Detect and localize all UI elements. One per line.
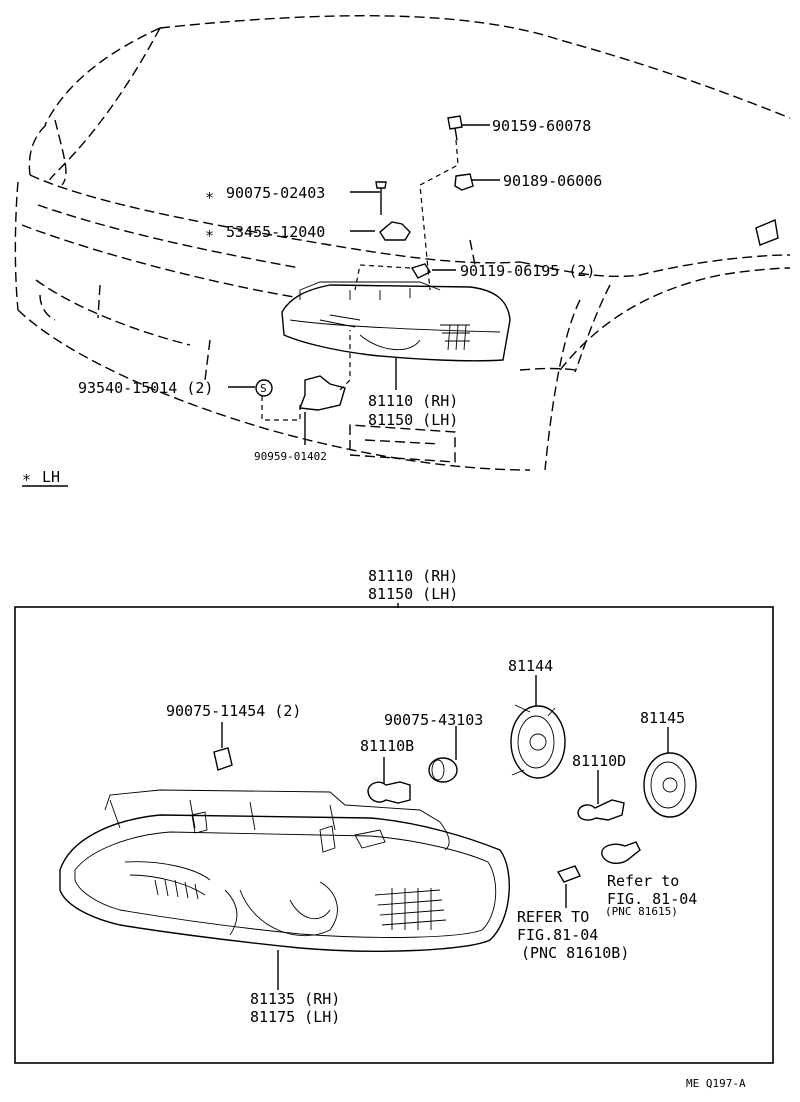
leader-lines: [221, 675, 669, 990]
svg-text:S: S: [260, 382, 267, 395]
part-label: 90959-01402: [254, 450, 327, 463]
part-label: 93540-15014 (2): [78, 379, 213, 397]
part-label: 90075-11454 (2): [166, 702, 301, 720]
part-label: 81175 (LH): [250, 1008, 340, 1026]
socket-icon: [643, 752, 697, 818]
reference-note: (PNC 81615): [605, 905, 678, 918]
bottom-labels: 90075-11454 (2) 90075-43103 81144 81145 …: [166, 657, 697, 1026]
bulb-icon: [577, 799, 625, 821]
socket-icon: [428, 757, 458, 783]
grommet-icon: S: [255, 379, 273, 397]
bracket-icon: [379, 221, 411, 241]
part-label: 81144: [508, 657, 553, 675]
part-label: 90075-43103: [384, 711, 483, 729]
lh-note: LH: [42, 468, 60, 486]
clip-icon: [410, 263, 432, 279]
bracket-icon: [299, 375, 346, 411]
reference-note: (PNC 81610B): [521, 944, 629, 962]
reference-note: REFER TO: [517, 908, 589, 926]
bulb-icon: [556, 865, 581, 883]
part-label: 81110 (RH): [368, 392, 458, 410]
star-mark: ∗: [22, 468, 31, 486]
bolt-icon: [447, 115, 463, 141]
bulb-icon: [601, 841, 641, 864]
part-label: 90159-60078: [492, 117, 591, 135]
screw-icon: [375, 181, 387, 215]
part-label: 81145: [640, 709, 685, 727]
reference-note: Refer to: [607, 872, 679, 890]
star-mark: ∗: [205, 186, 214, 204]
star-mark: ∗: [205, 224, 214, 242]
part-label: 81150 (LH): [368, 411, 458, 429]
part-label: 90075-02403: [226, 184, 325, 202]
part-label: 90189-06006: [503, 172, 602, 190]
part-label: 81110B: [360, 737, 414, 755]
bulb-icon: [367, 781, 411, 804]
part-label: 53455-12040: [226, 223, 325, 241]
vehicle-outline: [14, 15, 791, 471]
part-label: 81110D: [572, 752, 626, 770]
headlamp-icon: [59, 789, 510, 952]
part-label: 81135 (RH): [250, 990, 340, 1008]
leader-lines: [228, 124, 500, 445]
reference-note: FIG.81-04: [517, 926, 598, 944]
figure-code: ME Q197-A: [686, 1077, 746, 1090]
header-lh: 81150 (LH): [368, 585, 458, 603]
clip-icon: [213, 747, 233, 771]
headlamp-icon: [281, 281, 511, 362]
reference-note: FIG. 81-04: [607, 890, 697, 908]
nut-icon: [454, 173, 474, 191]
top-labels: 90159-60078 90189-06006 ∗ 90075-02403 ∗ …: [22, 117, 602, 487]
socket-icon: [510, 704, 566, 779]
header-rh: 81110 (RH): [368, 567, 458, 585]
assembly-frame: [14, 606, 774, 1064]
assembly-header: 81110 (RH) 81150 (LH): [368, 567, 458, 608]
part-label: 90119-06195 (2): [460, 262, 595, 280]
